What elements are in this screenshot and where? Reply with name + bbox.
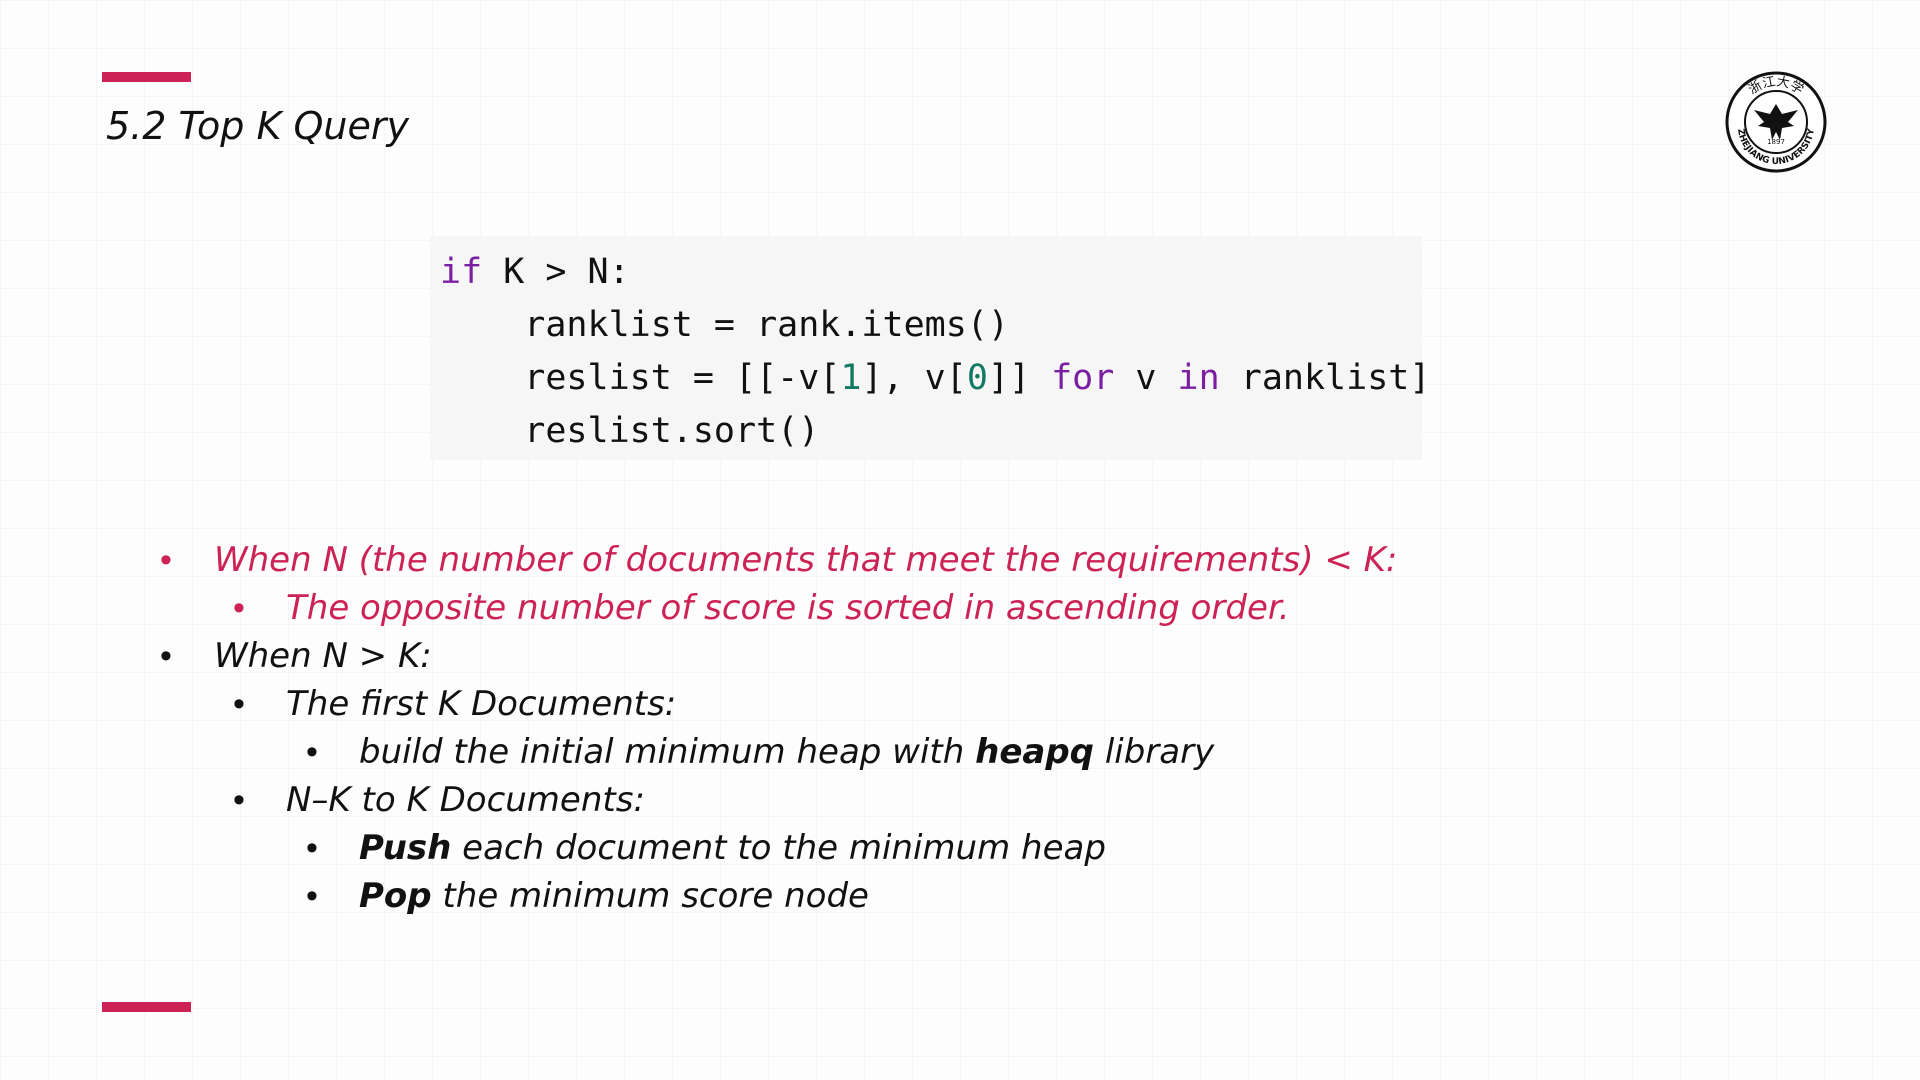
bullet-icon: • [233, 780, 245, 820]
list-item-text: When N > K: [214, 636, 432, 676]
bullet-icon: • [160, 636, 172, 676]
bullet-icon: • [233, 588, 245, 628]
code-text: K > N: [482, 252, 630, 292]
code-number: 0 [966, 358, 988, 398]
bullet-icon: • [306, 732, 318, 772]
list-item-text: The first K Documents: [286, 684, 677, 724]
page-title: 5.2 Top K Query [106, 104, 409, 148]
code-text: ]] [987, 358, 1052, 398]
code-line-1: if K > N: [440, 246, 1422, 299]
list-item: • The first K Documents: [0, 680, 1920, 728]
code-keyword-for: for [1051, 358, 1115, 398]
list-item-text: When N (the number of documents that mee… [214, 540, 1398, 580]
code-keyword-in: in [1177, 358, 1220, 398]
code-text: ], v[ [861, 358, 967, 398]
top-accent-bar [102, 72, 191, 82]
bullet-icon: • [306, 828, 318, 868]
list-item: • Push each document to the minimum heap [0, 824, 1920, 872]
code-text: reslist = [[-v[ [440, 358, 841, 398]
bullet-icon: • [160, 540, 172, 580]
code-block: if K > N: ranklist = rank.items() reslis… [430, 236, 1430, 460]
list-item-text: N–K to K Documents: [286, 780, 645, 820]
list-item-text: build the initial minimum heap with heap… [359, 732, 1215, 772]
list-item: • N–K to K Documents: [0, 776, 1920, 824]
list-item-text: Pop the minimum score node [359, 876, 869, 916]
code-text: v [1114, 358, 1178, 398]
list-item: • Pop the minimum score node [0, 872, 1920, 920]
code-line-3: reslist = [[-v[1], v[0]] for v in rankli… [440, 352, 1430, 405]
bullet-icon: • [306, 876, 318, 916]
code-text: ranklist] [1219, 358, 1431, 398]
bullet-icon: • [233, 684, 245, 724]
logo-year: 1897 [1767, 138, 1785, 146]
list-item: • When N > K: [0, 632, 1920, 680]
list-item-text: The opposite number of score is sorted i… [286, 588, 1290, 628]
code-number: 1 [840, 358, 862, 398]
code-line-4: reslist.sort() [440, 411, 820, 451]
university-seal-icon: 1897 ZHEJIANG UNIVERSITY 浙江大学 [1725, 71, 1827, 173]
code-keyword-if: if [440, 252, 483, 292]
list-item-text: Push each document to the minimum heap [359, 828, 1106, 868]
list-item: • When N (the number of documents that m… [0, 536, 1920, 584]
list-item: • The opposite number of score is sorted… [0, 584, 1920, 632]
code-line-2: ranklist = rank.items() [440, 305, 1009, 345]
bottom-accent-bar [102, 1002, 191, 1012]
list-item: • build the initial minimum heap with he… [0, 728, 1920, 776]
bullet-list: • When N (the number of documents that m… [0, 536, 1920, 920]
